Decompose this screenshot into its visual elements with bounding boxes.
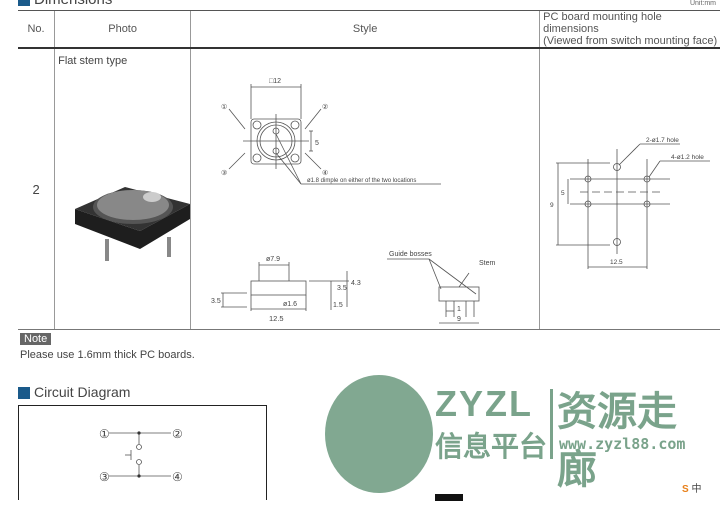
circuit-diagram-box: ① ② ③ ④ bbox=[18, 405, 267, 500]
watermark-url: www.zyzl88.com bbox=[559, 435, 686, 453]
photo-cell: Flat stem type bbox=[54, 48, 191, 330]
dim-total: 4.3 bbox=[351, 280, 361, 287]
watermark-divider bbox=[550, 389, 553, 459]
header-pcb: PC board mounting hole dimensions(Viewed… bbox=[539, 10, 720, 49]
pin-3: ③ bbox=[99, 470, 110, 484]
watermark-cn2: 资源走廊 bbox=[557, 390, 677, 492]
pcb-drawing: 2-ø1.7 hole 4-ø1.2 hole 9 5 12.5 bbox=[550, 137, 711, 269]
photo-caption: Flat stem type bbox=[58, 55, 128, 67]
stem-label: Stem bbox=[479, 260, 496, 267]
circuit-diagram: ① ② ③ ④ bbox=[99, 427, 183, 484]
dim-12-5: 12.5 bbox=[610, 259, 623, 266]
pcb-cell: 2-ø1.7 hole 4-ø1.2 hole 9 5 12.5 bbox=[539, 48, 720, 330]
pin-label: ④ bbox=[322, 169, 328, 177]
unit-label: Unit:mm bbox=[689, 0, 716, 7]
dim-5: 5 bbox=[561, 190, 565, 197]
dim-side-width: 9 bbox=[457, 316, 461, 323]
dark-block bbox=[435, 494, 463, 501]
dim-width: 12.5 bbox=[269, 314, 284, 323]
circuit-title: Circuit Diagram bbox=[18, 384, 130, 400]
watermark: ZYZL 信息平台 资源走廊 www.zyzl88.com bbox=[325, 375, 715, 495]
watermark-brand: ZYZL bbox=[435, 383, 533, 424]
ime-indicator[interactable]: S 中 bbox=[682, 484, 702, 495]
section-marker-icon bbox=[18, 387, 30, 400]
header-style: Style bbox=[190, 10, 540, 49]
dimple-note: ø1.8 dimple on either of the two locatio… bbox=[307, 178, 416, 184]
switch-photo bbox=[75, 187, 191, 261]
pin-2: ② bbox=[172, 427, 183, 441]
dim-9: 9 bbox=[550, 202, 554, 209]
dim-height: 3.5 bbox=[337, 285, 347, 292]
pin-label: ③ bbox=[221, 169, 227, 177]
pin-label: ① bbox=[221, 103, 227, 111]
watermark-cn1: 信息平台 bbox=[435, 431, 548, 462]
dim-offset: 1.5 bbox=[333, 302, 343, 309]
header-photo: Photo bbox=[54, 10, 191, 49]
pin-1: ① bbox=[99, 427, 110, 441]
dim-pin: 3.5 bbox=[211, 298, 221, 305]
pin-4: ④ bbox=[172, 470, 183, 484]
note-label: Note bbox=[20, 333, 52, 345]
style-drawing: □12 5 ① ② ③ ④ ø1.8 dimple on either of t… bbox=[211, 78, 496, 324]
dim-pin-dia: ø1.6 bbox=[283, 301, 297, 308]
dim-side-pitch: 1 bbox=[457, 306, 461, 313]
watermark-logo-icon bbox=[325, 375, 433, 493]
dim-pitch: 5 bbox=[315, 140, 319, 147]
hole-small-label: 4-ø1.2 hole bbox=[671, 154, 704, 161]
dim-stem: ø7.9 bbox=[266, 256, 280, 263]
section-marker-icon bbox=[18, 0, 30, 7]
pin-label: ② bbox=[322, 103, 328, 111]
hole-large-label: 2-ø1.7 hole bbox=[646, 137, 679, 144]
dimensions-table: No. Photo Style PC board mounting hole d… bbox=[18, 10, 720, 330]
style-cell: □12 5 ① ② ③ ④ ø1.8 dimple on either of t… bbox=[190, 48, 540, 330]
dim-square: □12 bbox=[269, 78, 281, 85]
section-title: Dimensions bbox=[18, 0, 112, 8]
guide-bosses-label: Guide bosses bbox=[389, 251, 432, 258]
note-text: Please use 1.6mm thick PC boards. bbox=[20, 349, 195, 361]
header-no: No. bbox=[18, 10, 55, 49]
row-no: 2 bbox=[18, 48, 55, 330]
